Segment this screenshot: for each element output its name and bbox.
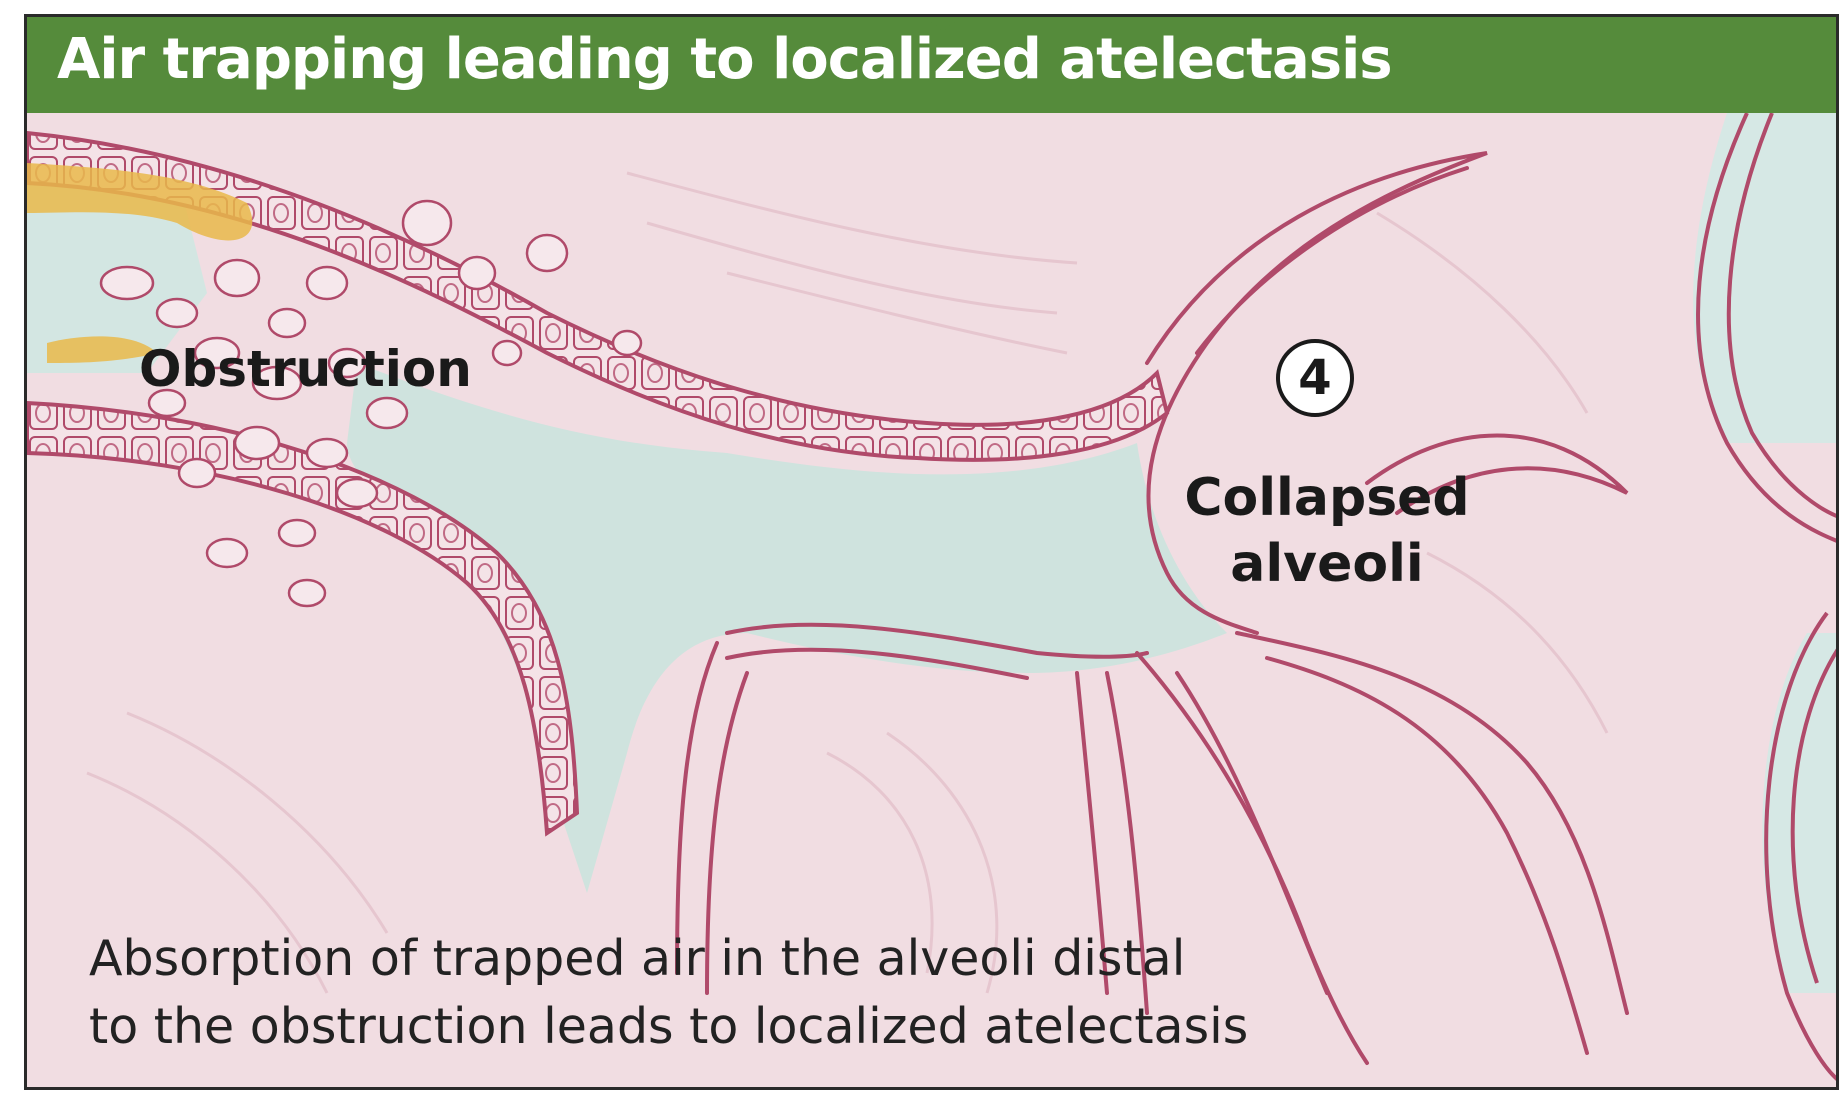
step-number: 4 [1298, 350, 1331, 406]
panel-title: Air trapping leading to localized atelec… [57, 27, 1392, 92]
caption: Absorption of trapped air in the alveoli… [89, 925, 1248, 1061]
collapsed-alveoli-label: Collapsed alveoli [1177, 465, 1477, 597]
figure-panel: Air trapping leading to localized atelec… [24, 14, 1839, 1090]
right-alveolus-space [1693, 113, 1839, 443]
caption-line1: Absorption of trapped air in the alveoli… [89, 925, 1248, 993]
collapsed-alveoli-line1: Collapsed [1177, 465, 1477, 531]
title-bar: Air trapping leading to localized atelec… [27, 17, 1836, 113]
step-number-badge: 4 [1276, 339, 1354, 417]
collapsed-alveoli-line2: alveoli [1177, 531, 1477, 597]
pointer-arrow-icon [925, 17, 961, 31]
caption-line2: to the obstruction leads to localized at… [89, 993, 1248, 1061]
obstruction-label: Obstruction [139, 340, 472, 398]
